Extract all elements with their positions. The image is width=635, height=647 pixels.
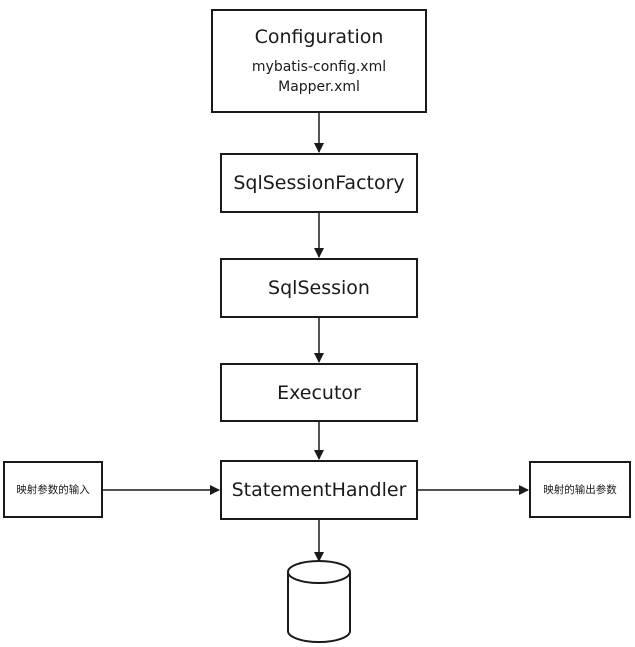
configuration-line-mybatis-config: mybatis-config.xml [251,59,387,75]
configuration-line-mapper: Mapper.xml [278,79,360,95]
sqlsessionfactory-node: SqlSessionFactory [220,153,418,213]
statementhandler-title: StatementHandler [231,479,407,501]
output-mapping-node: 映射的输出参数 [529,461,631,518]
configuration-node: Configuration mybatis-config.xml Mapper.… [211,9,427,113]
executor-title: Executor [277,381,361,404]
database-cylinder-icon [287,560,351,643]
configuration-title: Configuration [254,26,384,48]
input-mapping-node: 映射参数的输入 [3,461,103,518]
output-mapping-title: 映射的输出参数 [543,483,617,496]
sqlsession-title: SqlSession [268,277,370,299]
input-mapping-title: 映射参数的输入 [16,483,90,496]
statementhandler-node: StatementHandler [220,460,418,520]
sqlsession-node: SqlSession [220,258,418,318]
executor-node: Executor [220,363,418,422]
sqlsessionfactory-title: SqlSessionFactory [233,172,405,194]
